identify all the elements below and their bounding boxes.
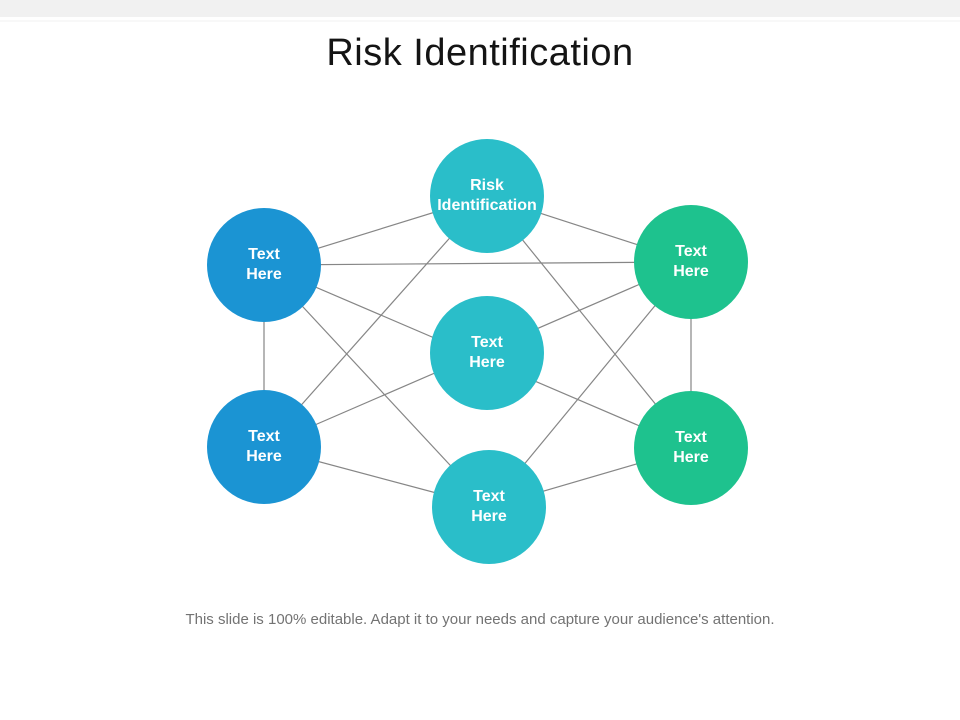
- node-label-line1: Text: [675, 429, 707, 446]
- node-label-line2: Identification: [437, 197, 537, 214]
- node-label-line1: Text: [473, 488, 505, 505]
- node-label-line1: Risk: [470, 177, 504, 194]
- node-label: Text Here: [673, 242, 709, 282]
- node-label-line2: Here: [246, 448, 282, 465]
- node-label-line2: Here: [471, 508, 507, 525]
- node-label-line2: Here: [246, 266, 282, 283]
- node-label-line2: Here: [469, 354, 505, 371]
- node-label-line2: Here: [673, 449, 709, 466]
- node-bottom: Text Here: [432, 450, 546, 564]
- node-center: Text Here: [430, 296, 544, 410]
- node-label: Text Here: [246, 427, 282, 467]
- node-label: Text Here: [469, 333, 505, 373]
- node-label-line1: Text: [248, 246, 280, 263]
- node-label-line2: Here: [673, 263, 709, 280]
- node-left-lower: Text Here: [207, 390, 321, 504]
- node-right-lower: Text Here: [634, 391, 748, 505]
- node-label: Text Here: [471, 487, 507, 527]
- node-label-line1: Text: [248, 428, 280, 445]
- node-label: Text Here: [246, 245, 282, 285]
- footer-note: This slide is 100% editable. Adapt it to…: [185, 611, 775, 628]
- node-label-line1: Text: [675, 243, 707, 260]
- node-label-line1: Text: [471, 334, 503, 351]
- top-strip-shadow: [0, 20, 960, 22]
- node-left-upper: Text Here: [207, 208, 321, 322]
- node-label: Risk Identification: [437, 176, 537, 216]
- node-right-upper: Text Here: [634, 205, 748, 319]
- node-risk-identification: Risk Identification: [430, 139, 544, 253]
- connector-line-left-upper-right-upper: [263, 261, 692, 266]
- slide-title: Risk Identification: [326, 32, 634, 74]
- top-strip: [0, 0, 960, 17]
- node-label: Text Here: [673, 428, 709, 468]
